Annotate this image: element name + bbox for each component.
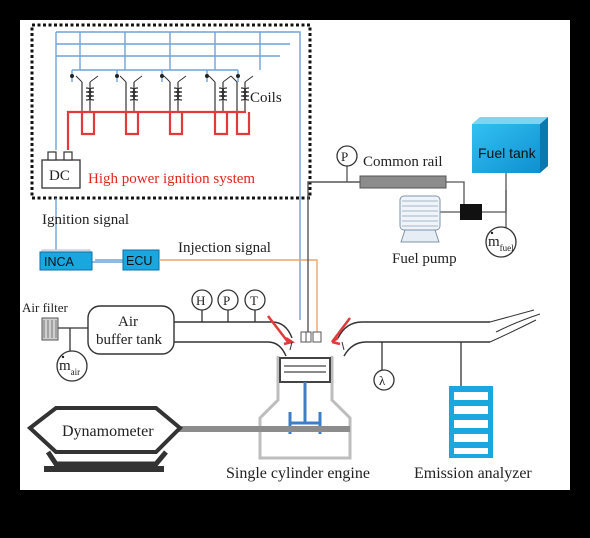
air-flow-symbol: mair (59, 358, 80, 377)
rail-to-pump-line (446, 181, 465, 214)
fuel-line-to-injector (307, 181, 360, 332)
dc-terminal-2 (63, 151, 73, 161)
exhaust-pipe-bottom (343, 341, 490, 357)
injection-signal-label: Injection signal (178, 240, 271, 256)
inca-computer: INCA (39, 249, 93, 271)
fuel-pump (399, 195, 441, 243)
diagram-canvas: DC Coils High power ignition system Igni… (20, 20, 570, 490)
coil-2 (119, 75, 143, 112)
ignition-wire-junctions (70, 74, 240, 78)
intake-pipe-bottom (174, 341, 287, 357)
cylinder-head-valves (289, 341, 345, 351)
piston (279, 357, 331, 383)
air-flowmeter (56, 350, 88, 382)
exhaust-pipe-top (337, 321, 490, 339)
fuel-pump-label: Fuel pump (392, 251, 457, 267)
rail-pressure-gauge (336, 145, 358, 167)
coil-3 (163, 75, 187, 112)
exhaust-outlet (489, 309, 541, 343)
coil-5 (230, 75, 254, 112)
coil-4 (208, 75, 232, 112)
common-rail (359, 175, 447, 189)
intake-sensors: H P T (191, 289, 266, 322)
engine-label: Single cylinder engine (226, 465, 370, 482)
humidity-sensor-label: H (196, 293, 205, 308)
fuel-flowmeter (485, 226, 517, 258)
temperature-sensor (244, 289, 266, 311)
lambda-sensor (373, 369, 395, 391)
air-buffer-label-2: buffer tank (96, 332, 162, 348)
air-buffer-label-1: Air (118, 314, 138, 330)
temperature-sensor-label: T (250, 293, 258, 308)
intake-pressure-sensor (217, 289, 239, 311)
air-filter-label: Air filter (22, 300, 69, 315)
emission-analyzer (449, 386, 493, 458)
emission-analyzer-label: Emission analyzer (414, 465, 532, 482)
spark-plug-markers (267, 315, 351, 346)
air-buffer-tank (87, 305, 175, 355)
lambda-sensor-label: λ (379, 373, 386, 388)
dc-label: DC (49, 168, 70, 184)
dynamometer-foot (44, 466, 164, 472)
ignition-coils (75, 75, 254, 112)
inca-box (39, 251, 93, 271)
single-cylinder-engine (258, 356, 352, 460)
dynamometer-base (45, 450, 168, 467)
experimental-setup-diagram: DC Coils High power ignition system Igni… (22, 23, 548, 482)
humidity-sensor (191, 289, 213, 311)
pump-to-tank-line (480, 170, 507, 213)
intake-pressure-label: P (223, 293, 230, 308)
fuel-flow-symbol: mfuel (488, 234, 514, 253)
coil-1 (75, 75, 99, 112)
air-filter (41, 317, 59, 341)
injection-signal-line (159, 259, 318, 332)
dc-power-box (41, 159, 81, 189)
dc-terminal-1 (47, 151, 57, 161)
ignition-system-frame (30, 23, 312, 200)
common-rail-label: Common rail (363, 154, 443, 170)
fuel-tank-label: Fuel tank (478, 145, 537, 161)
fuel-tank (472, 117, 548, 173)
ecu-label: ECU (126, 254, 152, 268)
ignition-signal-label: Ignition signal (42, 212, 129, 228)
coil-power-wiring (66, 110, 251, 150)
rail-pressure-symbol: P (341, 149, 348, 164)
fuel-filter-block (460, 204, 482, 220)
drive-shaft (176, 426, 350, 432)
ignition-system-label: High power ignition system (88, 171, 255, 187)
injector (300, 331, 322, 343)
air-flow-dot (61, 355, 65, 359)
inca-label: INCA (44, 255, 75, 269)
coils-label: Coils (250, 90, 282, 106)
fuel-flow-dot (490, 231, 494, 235)
dynamometer-body (26, 406, 183, 454)
dynamometer-label: Dynamometer (62, 423, 154, 440)
